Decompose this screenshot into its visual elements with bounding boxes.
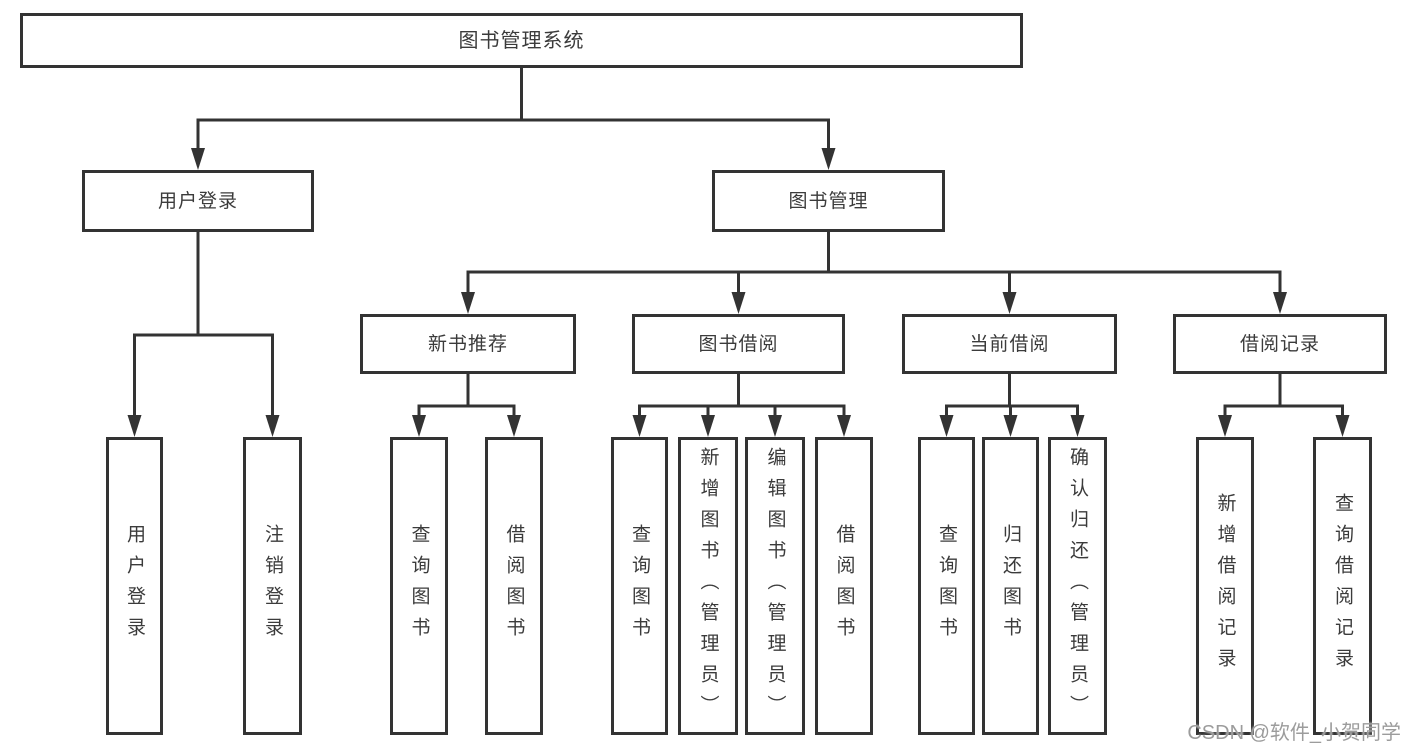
node-root: 图书管理系统 xyxy=(20,13,1023,68)
arrowhead-icon xyxy=(1335,415,1350,437)
arrowhead-icon xyxy=(265,415,280,437)
node-borrow-record: 借阅记录 xyxy=(1173,314,1387,374)
node-bb-edit: 编辑图书（管理员） xyxy=(745,437,805,735)
arrowhead-icon xyxy=(127,415,142,437)
node-cb-query: 查询图书 xyxy=(918,437,975,735)
arrowhead-icon xyxy=(632,415,647,437)
watermark: CSDN @软件_小贺同学 xyxy=(1187,722,1401,744)
arrowhead-icon xyxy=(821,148,836,170)
node-book-mgmt: 图书管理 xyxy=(712,170,945,232)
node-br-query: 查询借阅记录 xyxy=(1313,437,1372,735)
node-cb-return: 归还图书 xyxy=(982,437,1039,735)
arrowhead-icon xyxy=(1003,415,1018,437)
arrowhead-icon xyxy=(191,148,205,170)
node-bb-query: 查询图书 xyxy=(611,437,668,735)
arrowhead-icon xyxy=(768,415,782,437)
node-bb-borrow: 借阅图书 xyxy=(815,437,873,735)
node-book-borrow: 图书借阅 xyxy=(632,314,845,374)
node-login-leaf: 用户登录 xyxy=(106,437,163,735)
arrowhead-icon xyxy=(1273,292,1287,314)
arrowhead-icon xyxy=(1070,415,1085,437)
node-cb-confirm: 确认归还（管理员） xyxy=(1048,437,1107,735)
arrowhead-icon xyxy=(939,415,954,437)
node-rec-borrow: 借阅图书 xyxy=(485,437,543,735)
arrowhead-icon xyxy=(412,415,426,437)
node-logout-leaf: 注销登录 xyxy=(243,437,302,735)
node-bb-add: 新增图书（管理员） xyxy=(678,437,738,735)
node-br-add: 新增借阅记录 xyxy=(1196,437,1254,735)
arrowhead-icon xyxy=(731,292,746,314)
arrowhead-icon xyxy=(1218,415,1232,437)
node-current-borrow: 当前借阅 xyxy=(902,314,1117,374)
node-new-book-rec: 新书推荐 xyxy=(360,314,576,374)
arrowhead-icon xyxy=(1002,292,1017,314)
arrowhead-icon xyxy=(507,415,521,437)
arrowhead-icon xyxy=(701,415,715,437)
arrowhead-icon xyxy=(461,292,475,314)
arrowhead-icon xyxy=(837,415,851,437)
node-user-login: 用户登录 xyxy=(82,170,314,232)
node-rec-query: 查询图书 xyxy=(390,437,448,735)
